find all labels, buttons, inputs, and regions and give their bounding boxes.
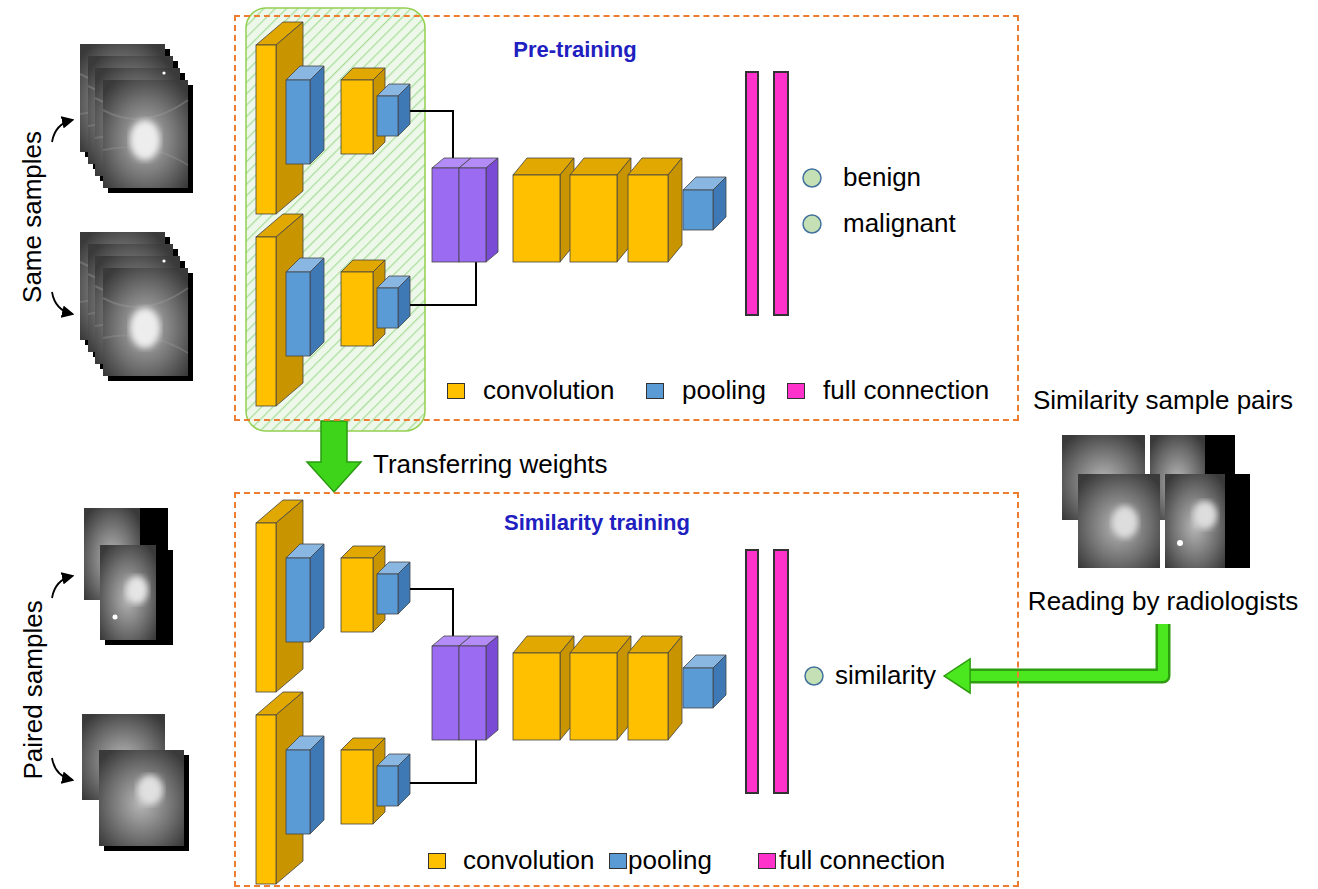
curved-arrow [52, 758, 72, 780]
curved-arrow [52, 576, 72, 598]
output-circle [801, 167, 823, 189]
mammogram-pair [99, 750, 184, 846]
legend-item: full connection [787, 376, 989, 406]
edge-label-holder: Transferring weights [373, 450, 608, 480]
output-node: benign [801, 163, 921, 193]
similarity-pair-images [1062, 435, 1250, 568]
legend-text: convolution [463, 846, 595, 876]
mammogram-pair [100, 545, 156, 640]
stage-panel: Pre-training benign malignant [234, 15, 1019, 421]
similarity-pair-images [1078, 474, 1160, 568]
side-label: Paired samples [18, 600, 48, 779]
legend-text: full connection [823, 376, 989, 406]
edge-label: Transferring weights [373, 450, 608, 480]
connector-arrow [307, 421, 361, 492]
legend-text: convolution [483, 376, 615, 406]
stage-panel: Similarity training similarity [234, 492, 1019, 887]
cnn-network [256, 500, 788, 884]
side-label: Same samples [18, 131, 48, 303]
output-circle [803, 215, 821, 233]
similarity-pair-images [1177, 540, 1183, 546]
legend-swatch [609, 853, 627, 869]
legend-swatch [646, 383, 664, 399]
mammogram-stack [80, 232, 193, 381]
legend-swatch [758, 853, 776, 869]
output-circle [803, 665, 825, 687]
panel-title: Similarity training [504, 510, 690, 535]
similarity-pair-images [1165, 474, 1250, 568]
side-label-holder: Paired samples [18, 600, 48, 779]
legend-swatch [428, 853, 446, 869]
legend-text: pooling [628, 846, 712, 876]
mammogram-stack [80, 44, 193, 193]
similarity-pair-images [1193, 501, 1217, 529]
output-label: similarity [835, 661, 936, 691]
annotation-group: Similarity sample pairsReading by radiol… [1024, 386, 1303, 618]
legend-swatch [447, 383, 465, 399]
similarity-pair-images [1165, 474, 1225, 568]
legend-item: pooling [646, 376, 766, 406]
legend-item: pooling [609, 846, 712, 876]
output-node: similarity [803, 661, 936, 691]
curved-arrow [52, 120, 72, 780]
side-label-holder: Same samples [18, 131, 48, 303]
output-circle [801, 213, 823, 235]
annotation-text: Similarity sample pairs [1024, 386, 1303, 416]
legend-item: full connection [758, 846, 945, 876]
legend-item: convolution [428, 846, 595, 876]
output-circle [803, 169, 821, 187]
output-circle [805, 667, 823, 685]
mammogram-pair [126, 576, 148, 604]
cnn-network [256, 22, 788, 406]
mammogram-stack [80, 44, 193, 381]
output-label: benign [843, 163, 921, 193]
arrow-shaft [968, 624, 1163, 676]
mammogram-pair [137, 775, 163, 805]
panel-title: Pre-training [513, 37, 636, 62]
legend-swatch [787, 383, 805, 399]
output-node: malignant [801, 209, 956, 239]
curved-arrow [52, 292, 72, 314]
output-label: malignant [843, 209, 956, 239]
mammogram-pair [113, 615, 118, 620]
connector-arrow [944, 624, 1163, 693]
arrow-shaft [968, 624, 1163, 676]
similarity-pair-images [1112, 506, 1138, 538]
legend-text: full connection [779, 846, 945, 876]
mammogram-pair [82, 508, 189, 851]
arrow-head [944, 659, 970, 693]
legend-text: pooling [682, 376, 766, 406]
curved-arrow [52, 120, 72, 142]
block-arrow [307, 421, 361, 492]
annotation-text: Reading by radiologists [1024, 587, 1303, 617]
mammogram-pair [100, 545, 168, 640]
legend-item: convolution [447, 376, 615, 406]
